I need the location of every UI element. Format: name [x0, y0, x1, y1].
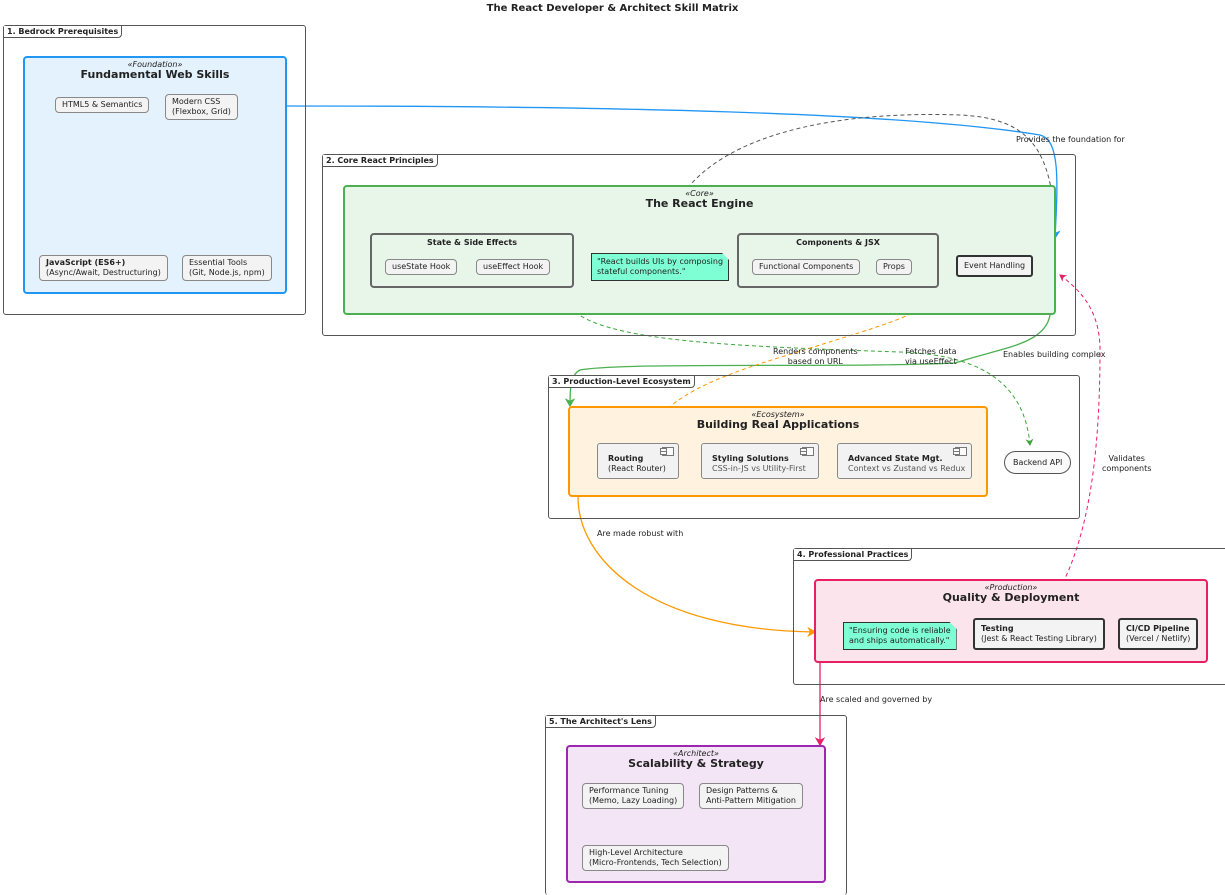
skill-detail: (Micro-Frontends, Tech Selection)	[589, 858, 722, 867]
skill-design-patterns: Design Patterns & Anti-Pattern Mitigatio…	[699, 783, 803, 809]
group-title: Components & JSX	[796, 238, 880, 247]
frame-bedrock: 1. Bedrock Prerequisites	[3, 25, 306, 315]
edge-note-core	[661, 114, 1056, 253]
edge-foundation	[285, 105, 1061, 240]
package-title: The React Engine	[645, 197, 754, 210]
note-line: stateful components."	[597, 267, 686, 276]
skill-js-detail: (Async/Await, Destructuring)	[46, 268, 161, 277]
component-detail: (React Router)	[608, 464, 666, 473]
skill-useeffect: useEffect Hook	[476, 259, 551, 275]
skill-props: Props	[876, 259, 912, 275]
skill-detail: (Jest & React Testing Library)	[981, 634, 1097, 643]
edge-label-line: Fetches data	[905, 347, 957, 356]
note-production: "Ensuring code is reliable and ships aut…	[843, 622, 957, 650]
component-icon	[953, 447, 967, 456]
component-icon	[800, 447, 814, 456]
edge-validates	[1039, 274, 1101, 619]
edge-label-line: Renders components	[773, 347, 858, 356]
skill-usestate: useState Hook	[385, 259, 458, 275]
component-title: Advanced State Mgt.	[848, 454, 943, 463]
package-foundation: «Foundation» Fundamental Web Skills	[23, 56, 287, 294]
edge-label-enables: Enables building complex	[1003, 350, 1106, 359]
package-title: Building Real Applications	[696, 418, 860, 431]
edge-label-line: Validates	[1108, 454, 1145, 463]
component-detail: Context vs Zustand vs Redux	[848, 464, 966, 473]
skill-functional: Functional Components	[752, 259, 861, 275]
frame-architect: 5. The Architect's Lens	[545, 715, 847, 895]
edge-label-line: via useEffect	[905, 357, 957, 366]
skill-architecture: High-Level Architecture (Micro-Frontends…	[582, 845, 729, 871]
edge-label-line: based on URL	[787, 357, 843, 366]
skill-css-title: Modern CSS	[172, 97, 221, 106]
skill-title: CI/CD Pipeline	[1126, 624, 1190, 633]
note-core: "React builds UIs by composing stateful …	[591, 253, 729, 281]
package-title: Fundamental Web Skills	[80, 68, 230, 81]
skill-performance: Performance Tuning (Memo, Lazy Loading)	[582, 783, 685, 809]
stereotype: «Core»	[685, 189, 714, 198]
skill-title: Design Patterns &	[706, 786, 778, 795]
stereotype: «Ecosystem»	[751, 410, 805, 419]
skill-testing: Testing (Jest & React Testing Library)	[973, 618, 1105, 650]
skill-tools: Essential Tools (Git, Node.js, npm)	[182, 255, 272, 281]
component-state: Advanced State Mgt. Context vs Zustand v…	[837, 443, 972, 479]
skill-tools-detail: (Git, Node.js, npm)	[189, 268, 265, 277]
component-title: Routing	[608, 454, 644, 463]
edge-fetches	[562, 287, 1034, 446]
stereotype: «Foundation»	[127, 60, 183, 69]
frame-label: 5. The Architect's Lens	[546, 716, 656, 728]
edge-label-line: components	[1102, 464, 1152, 473]
component-icon	[660, 447, 674, 456]
edge-label-scaled: Are scaled and governed by	[820, 695, 933, 704]
skill-css-detail: (Flexbox, Grid)	[172, 107, 231, 116]
frame-core: 2. Core React Principles	[322, 154, 1076, 336]
package-title: Scalability & Strategy	[628, 757, 764, 770]
edge-label-validates: Validates components	[1102, 454, 1151, 474]
skill-events: Event Handling	[956, 255, 1034, 277]
frame-practices: 4. Professional Practices	[793, 548, 1225, 685]
skill-cicd: CI/CD Pipeline (Vercel / Netlify)	[1118, 618, 1199, 650]
cloud-backend-api: Backend API	[1004, 451, 1072, 474]
group-state: State & Side Effects	[370, 233, 574, 288]
edge-label-renders: Renders components based on URL	[773, 347, 858, 367]
diagram-title: The React Developer & Architect Skill Ma…	[486, 3, 739, 14]
skill-title: High-Level Architecture	[589, 848, 683, 857]
frame-label: 2. Core React Principles	[323, 155, 438, 167]
skill-css: Modern CSS (Flexbox, Grid)	[165, 94, 238, 120]
package-title: Quality & Deployment	[942, 591, 1080, 604]
skill-tools-title: Essential Tools	[189, 258, 248, 267]
skill-title: Performance Tuning	[589, 786, 669, 795]
stereotype: «Architect»	[673, 749, 719, 758]
edge-label-fetches: Fetches data via useEffect	[905, 347, 957, 367]
frame-label: 4. Professional Practices	[794, 549, 913, 561]
skill-detail: Anti-Pattern Mitigation	[706, 796, 796, 805]
skill-javascript: JavaScript (ES6+) (Async/Await, Destruct…	[39, 255, 168, 281]
group-title: State & Side Effects	[427, 238, 517, 247]
edge-label-foundation: Provides the foundation for	[1016, 135, 1125, 144]
stereotype: «Production»	[984, 583, 1038, 592]
component-styling: Styling Solutions CSS-in-JS vs Utility-F…	[701, 443, 819, 479]
skill-js-title: JavaScript (ES6+)	[46, 258, 126, 267]
edge-label-robust: Are made robust with	[597, 529, 684, 538]
frame-label: 1. Bedrock Prerequisites	[4, 26, 123, 38]
component-title: Styling Solutions	[712, 454, 789, 463]
edge-enables	[564, 314, 1051, 408]
skill-detail: (Memo, Lazy Loading)	[589, 796, 678, 805]
group-components: Components & JSX	[737, 233, 939, 288]
component-detail: CSS-in-JS vs Utility-First	[712, 464, 806, 473]
skill-detail: (Vercel / Netlify)	[1126, 634, 1191, 643]
frame-label: 3. Production-Level Ecosystem	[549, 376, 695, 388]
note-line: "Ensuring code is reliable	[849, 626, 951, 635]
skill-title: Testing	[981, 624, 1014, 633]
note-line: and ships automatically."	[849, 636, 950, 645]
note-line: "React builds UIs by composing	[597, 257, 724, 266]
skill-html: HTML5 & Semantics	[55, 97, 150, 113]
frame-ecosystem: 3. Production-Level Ecosystem	[548, 375, 1080, 519]
component-routing: Routing (React Router)	[597, 443, 679, 479]
edge-robust	[577, 496, 817, 638]
